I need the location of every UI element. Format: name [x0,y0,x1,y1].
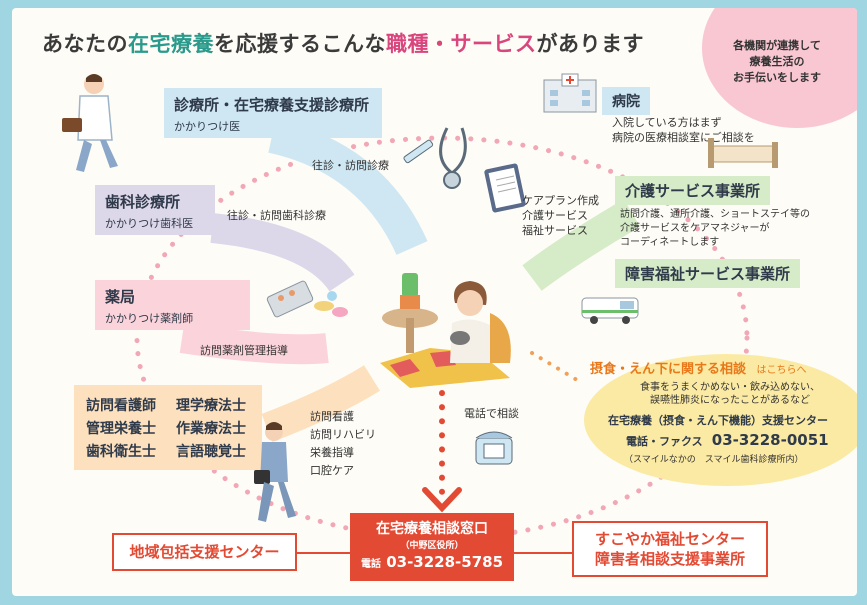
background-graphics [134,119,750,554]
disability-title: 障害福祉サービス事業所 [615,259,801,288]
care-plan-illustration [484,163,526,213]
pharmacy-service: 訪問薬剤管理指導 [200,344,288,357]
swallowing-phone-number[interactable]: 03-3228-0051 [711,431,829,449]
clinic-box: 診療所・在宅療養支援診療所 かかりつけ医 [164,88,382,138]
swallowing-note: （スマイルなかの スマイル歯科診療所内） [624,455,804,465]
swallowing-desc: 食事をうまくかめない・飲み込めない、 誤嚥性肺炎になったことがあるなど [640,382,820,406]
hospital-title: 病院 [602,87,650,115]
collaboration-bubble-text: 各機関が連携して 療養生活の お手伝いをします [733,39,821,84]
van-illustration [581,297,639,324]
nurse-illustration [254,422,296,522]
medicine-illustration [266,280,348,318]
clinic-title: 診療所・在宅療養支援診療所 [174,96,370,114]
swallowing-center: 在宅療養（摂食・えん下機能）支援センター [608,414,828,427]
telephone-icon [475,431,513,465]
consultation-phone-number[interactable]: 03-3228-5785 [386,553,504,571]
bed-illustration [708,138,778,168]
stethoscope-illustration [403,127,467,189]
clinic-service: 往診・訪問診療 [312,159,389,172]
profession-services: 訪問看護 訪問リハビリ 栄養指導 口腔ケア [310,410,376,477]
patient-illustration [380,273,511,388]
swallowing-consult-area [584,354,857,486]
doctor-illustration [62,74,118,172]
welfare-center: すこやか福祉センター 障害者相談支援事業所 [572,521,768,577]
phone-consult-label: 電話で相談 [464,407,519,420]
care-service-text: 訪問介護、通所介護、ショートステイ等の 介護サービスをケアマネジャーが コーディ… [620,209,810,248]
dental-title: 歯科診療所 [105,193,181,211]
dental-box: 歯科診療所 かかりつけ歯科医 [95,185,215,235]
swallowing-heading: 摂食・えん下に関する相談 はこちらへ [590,362,807,377]
info-panel: 各機関が連携して 療養生活の お手伝いをします あなたの在宅療養を応援するこんな… [12,8,857,596]
hospital-text: 入院している方はまず 病院の医療相談室にご相談を [612,116,755,144]
dental-sub: かかりつけ歯科医 [105,217,194,230]
community-support-center: 地域包括支援センター [112,533,297,571]
hospital-icon [543,73,597,113]
swallowing-link[interactable]: はこちらへ [756,365,807,376]
clinic-sub: かかりつけ医 [174,120,241,133]
care-service-title: 介護サービス事業所 [615,176,771,205]
pharmacy-box: 薬局 かかりつけ薬剤師 [95,280,250,330]
pharmacy-title: 薬局 [105,288,136,306]
dental-service: 往診・訪問歯科診療 [227,209,326,222]
professions-box: 訪問看護師 理学療法士 管理栄養士 作業療法士 歯科衛生士 言語聴覚士 [74,385,262,470]
pharmacy-sub: かかりつけ薬剤師 [105,312,194,325]
swallowing-tel: 電話・ファクス 03-3228-0051 [626,431,829,449]
care-plan-text: ケアプラン作成 介護サービス 福祉サービス [522,194,599,237]
consultation-window: 在宅療養相談窓口 （中野区役所） 電話 03-3228-5785 [350,513,514,581]
page-title: あなたの在宅療養を応援するこんな職種・サービスがあります [42,32,644,56]
